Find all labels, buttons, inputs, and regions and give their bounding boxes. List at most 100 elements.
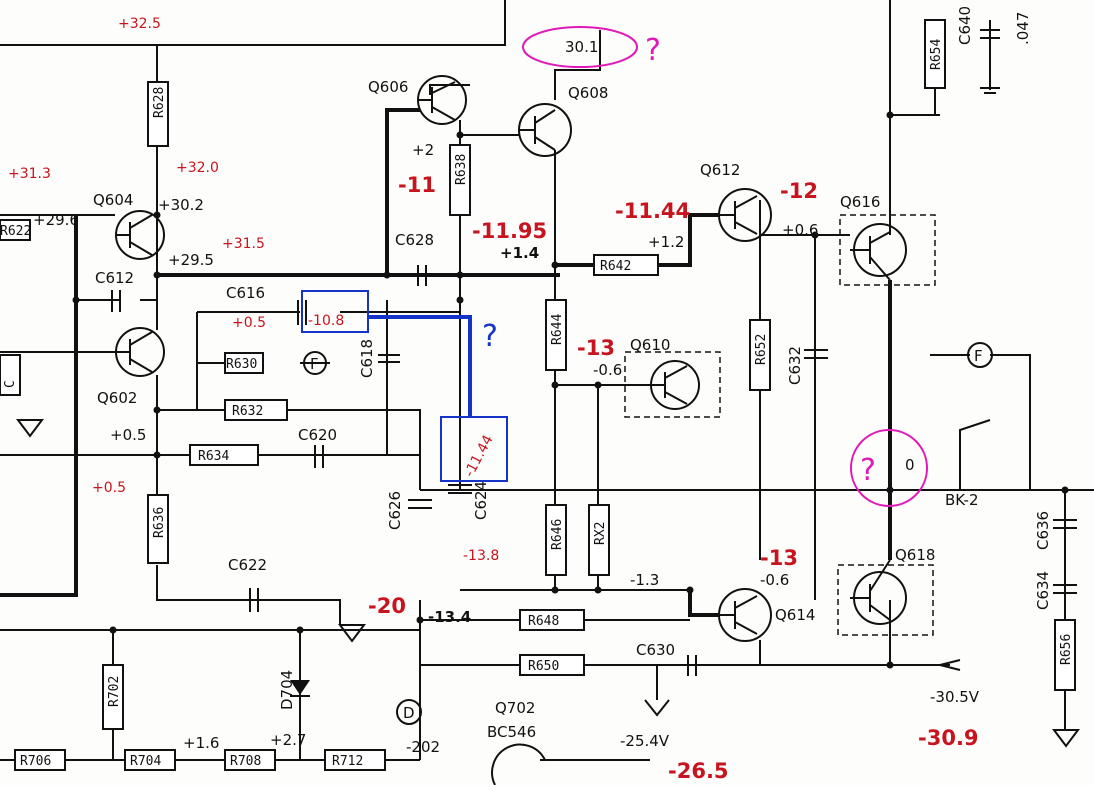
- capacitor-c640: C640.047: [956, 6, 1032, 45]
- svg-text:C616: C616: [226, 284, 265, 302]
- resistor-r704: R704: [124, 749, 176, 771]
- svg-text:-11.95: -11.95: [472, 219, 547, 243]
- resistor-r706: R706: [14, 749, 66, 771]
- svg-text:R634: R634: [198, 449, 229, 464]
- resistor-r634: R634: [189, 444, 259, 466]
- svg-text:-25.4V: -25.4V: [620, 732, 670, 750]
- svg-text:C618: C618: [358, 339, 376, 378]
- svg-text:-0.6: -0.6: [593, 361, 622, 379]
- svg-text:Q616: Q616: [840, 193, 880, 211]
- question-mark-mid: ?: [482, 319, 498, 354]
- capacitor-c628: C628: [395, 231, 434, 286]
- svg-text:C636: C636: [1034, 511, 1052, 550]
- svg-text:-13.4: -13.4: [428, 608, 471, 626]
- bk2-label: BK-2: [945, 491, 979, 509]
- resistor-r632: R632: [224, 399, 288, 421]
- svg-text:R704: R704: [130, 754, 161, 769]
- svg-text:F: F: [310, 355, 319, 373]
- resistor-r646: R646: [545, 504, 567, 576]
- svg-text:C622: C622: [228, 556, 267, 574]
- svg-text:R706: R706: [20, 754, 51, 769]
- resistor-r656: R656: [1054, 619, 1076, 691]
- svg-text:-10.8: -10.8: [308, 313, 344, 329]
- svg-text:+1.6: +1.6: [183, 734, 219, 752]
- resistor-r648: R648: [519, 609, 585, 631]
- svg-text:.047: .047: [1014, 12, 1032, 45]
- svg-text:-13.8: -13.8: [463, 548, 499, 564]
- svg-text:R702: R702: [107, 676, 122, 707]
- svg-text:-202: -202: [406, 738, 440, 756]
- resistor-rx2: RX2: [588, 504, 610, 576]
- capacitor-c632: C632: [786, 346, 828, 385]
- svg-text:+31.5: +31.5: [222, 236, 265, 252]
- svg-text:Q614: Q614: [775, 606, 815, 624]
- svg-text:R646: R646: [550, 519, 565, 550]
- transistor-q618: Q618: [837, 546, 935, 636]
- svg-text:+0.5: +0.5: [232, 315, 266, 331]
- svg-text:D: D: [403, 704, 415, 722]
- svg-text:R636: R636: [152, 507, 167, 538]
- svg-text:C628: C628: [395, 231, 434, 249]
- svg-text:R642: R642: [600, 259, 631, 274]
- resistor-r644: R644: [545, 299, 567, 371]
- capacitor-c-left: C: [0, 354, 21, 396]
- transistor-q616: Q616: [839, 193, 936, 286]
- svg-text:+1.2: +1.2: [648, 233, 684, 251]
- transistor-q602: Q602: [97, 327, 165, 407]
- svg-text:Q618: Q618: [895, 546, 935, 564]
- svg-text:R652: R652: [754, 334, 769, 365]
- svg-text:30.1: 30.1: [565, 38, 598, 56]
- svg-text:+29.5: +29.5: [168, 251, 214, 269]
- svg-text:C626: C626: [386, 491, 404, 530]
- resistor-r654: R654: [924, 19, 946, 89]
- capacitor-c616: C616: [226, 284, 307, 325]
- svg-text:Q702: Q702: [495, 699, 535, 717]
- transistor-q612: Q612: [700, 161, 772, 242]
- svg-text:R622: R622: [0, 224, 31, 239]
- svg-text:Q602: Q602: [97, 389, 137, 407]
- svg-text:+32.0: +32.0: [176, 160, 219, 176]
- resistor-r708: R708: [224, 749, 276, 771]
- blue-markup: ?: [301, 290, 508, 482]
- svg-text:-30.5V: -30.5V: [930, 688, 980, 706]
- svg-text:+32.5: +32.5: [118, 16, 161, 32]
- svg-text:+1.4: +1.4: [500, 244, 539, 262]
- svg-text:Q610: Q610: [630, 336, 670, 354]
- question-mark-top: ?: [645, 33, 661, 68]
- resistor-r702: R702: [102, 664, 124, 730]
- svg-text:R632: R632: [232, 404, 263, 419]
- resistor-r638: R638: [449, 144, 471, 216]
- terminal-f-left: F: [303, 351, 327, 375]
- diode-d704: D704: [278, 670, 310, 710]
- svg-text:BC546: BC546: [487, 723, 536, 741]
- svg-text:-11.44: -11.44: [615, 199, 690, 223]
- question-mark-right: ?: [860, 453, 876, 488]
- svg-text:R648: R648: [528, 614, 559, 629]
- capacitors: C612 C616 C618 C620 C622 C624 C626 C628 …: [95, 6, 1077, 676]
- capacitor-c636: C636: [1034, 511, 1077, 550]
- svg-text:-26.5: -26.5: [668, 759, 729, 783]
- svg-text:R650: R650: [528, 659, 559, 674]
- svg-text:-20: -20: [368, 594, 406, 618]
- svg-text:D704: D704: [278, 670, 296, 710]
- svg-text:+29.6: +29.6: [33, 211, 79, 229]
- svg-text:R638: R638: [454, 154, 469, 185]
- svg-text:RX2: RX2: [593, 522, 608, 545]
- capacitor-c626: C626: [386, 491, 432, 530]
- capacitor-c612: C612: [95, 269, 134, 312]
- svg-text:R630: R630: [226, 357, 257, 372]
- svg-text:+0.6: +0.6: [782, 221, 818, 239]
- terminal-d: D: [396, 699, 422, 725]
- capacitor-c622: C622: [228, 556, 267, 612]
- red-annotations: +32.5 +31.3 +32.0 +31.5 +0.5 -10.8 -11.4…: [8, 16, 979, 783]
- svg-text:Q604: Q604: [93, 191, 133, 209]
- resistor-r636: R636: [147, 494, 169, 564]
- svg-text:C612: C612: [95, 269, 134, 287]
- svg-text:-13: -13: [577, 336, 615, 360]
- svg-text:+0.5: +0.5: [92, 480, 126, 496]
- svg-text:+31.3: +31.3: [8, 166, 51, 182]
- svg-text:C632: C632: [786, 346, 804, 385]
- svg-text:C624: C624: [472, 481, 490, 520]
- svg-text:F: F: [974, 347, 983, 365]
